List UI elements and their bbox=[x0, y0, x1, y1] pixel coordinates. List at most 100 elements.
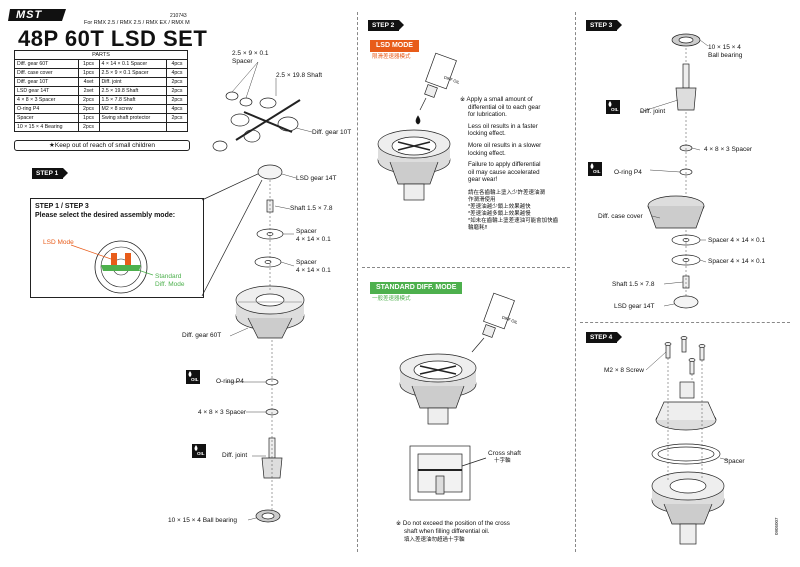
label-diff-gear-10t: Diff. gear 10T bbox=[312, 129, 352, 136]
oil-drop-icon-2 bbox=[194, 445, 198, 451]
lsd-note-zh-3: *差速油越多鎖上效果越慢 bbox=[468, 210, 531, 217]
footer-code: 0905007 bbox=[774, 517, 779, 535]
compatible-models: For RMX 2.5 / RMX 2.5 / RMX EX / RMX M bbox=[84, 20, 190, 26]
label-oring-p4: O-ring P4 bbox=[216, 378, 244, 385]
s4-label-screw: M2 × 8 Screw bbox=[604, 367, 644, 374]
s3-label-spacer-b: Spacer 4 × 14 × 0.1 bbox=[708, 258, 766, 265]
oil-icon-2: OIL bbox=[192, 444, 206, 458]
oil-icon-text: OIL bbox=[191, 377, 199, 382]
s4-label-spacer: Spacer bbox=[724, 458, 745, 465]
s3-label-spacer-483: 4 × 8 × 3 Spacer bbox=[704, 146, 753, 153]
std-mode-zh: 一般差速器模式 bbox=[372, 296, 411, 302]
lsd-note-3: Less oil results in a faster bbox=[468, 122, 538, 130]
label-spacer-483: 4 × 8 × 3 Spacer bbox=[198, 409, 247, 416]
caution-zh: 填入差速油勿超過十字軸 bbox=[404, 537, 465, 543]
label-spacer-a-2: 4 × 14 × 0.1 bbox=[296, 236, 331, 243]
lsd-note-zh-5: 輪磨耗!! bbox=[468, 224, 488, 231]
bottle-label-std: DIFF OIL bbox=[501, 315, 519, 326]
std-mode-label-1: Standard bbox=[155, 273, 182, 280]
lsd-note-0: ※ Apply a small amount of bbox=[460, 96, 533, 103]
s3-label-bearing-1: 10 × 15 × 4 bbox=[708, 44, 741, 51]
lsd-note-1: differential oil to each gear bbox=[468, 103, 541, 111]
brand-logo: MST bbox=[8, 8, 68, 22]
s3-label-oring: O-ring P4 bbox=[614, 169, 642, 176]
std-mode-badge: STANDARD DIFF. MODE bbox=[370, 282, 463, 294]
s3-oil-icon: OIL bbox=[606, 100, 620, 114]
lsd-oil-notes: ※ Apply a small amount of differential o… bbox=[460, 96, 572, 232]
lsd-note-7: Failure to apply differential bbox=[468, 161, 541, 169]
s3-label-diff-joint: Diff. joint bbox=[640, 108, 666, 115]
gear-mode-illustration bbox=[70, 240, 154, 294]
step2-badge: STEP 2 bbox=[368, 20, 405, 31]
label-diff-gear-60t: Diff. gear 60T bbox=[182, 332, 222, 339]
s3-oil-icon-text: OIL bbox=[611, 107, 619, 112]
s3-oil-icon-2-text: OIL bbox=[593, 169, 601, 174]
caution-line-1: ※ Do not exceed the position of the cros… bbox=[396, 520, 510, 527]
parts-table-heading: PARTS bbox=[14, 50, 188, 59]
label-spacer-25x9-2: Spacer bbox=[232, 58, 253, 65]
label-spacer-a-1: Spacer bbox=[296, 228, 317, 235]
lsd-note-zh-1: 作潤滑使用 bbox=[468, 196, 496, 203]
s3-label-spacer-a: Spacer 4 × 14 × 0.1 bbox=[708, 237, 766, 244]
lsd-note-zh-0: 請在各齒輪上塗入少許差速油潤 bbox=[468, 189, 546, 196]
s3-label-shaft: Shaft 1.5 × 7.8 bbox=[612, 281, 655, 288]
label-cross-shaft: Cross shaft bbox=[488, 450, 521, 457]
s3-label-lsd-gear: LSD gear 14T bbox=[614, 303, 655, 310]
s3-label-bearing-2: Ball bearing bbox=[708, 52, 743, 59]
label-spacer-b-2: 4 × 14 × 0.1 bbox=[296, 267, 331, 274]
step4-badge: STEP 4 bbox=[586, 332, 623, 343]
bottle-label-lsd: DIFF OIL bbox=[443, 75, 461, 86]
safety-warning: ★Keep out of reach of small children bbox=[14, 140, 190, 151]
callout-title-1: STEP 1 / STEP 3 bbox=[35, 203, 89, 210]
brand-logo-mark bbox=[8, 9, 66, 21]
part-number: 210743 bbox=[170, 13, 187, 19]
oil-icon: OIL bbox=[186, 370, 200, 384]
label-lsd-gear-14t: LSD gear 14T bbox=[296, 175, 337, 182]
lsd-mode-badge: LSD MODE bbox=[370, 40, 419, 52]
caution-line-2: shaft when filling differential oil. bbox=[404, 528, 490, 535]
s3-oil-drop-icon bbox=[608, 101, 612, 107]
lsd-note-9: gear wear! bbox=[468, 176, 498, 184]
label-cross-shaft-zh: 十字軸 bbox=[494, 458, 511, 464]
column-divider-1 bbox=[357, 12, 358, 552]
oil-icon-2-text: OIL bbox=[197, 451, 205, 456]
label-spacer-25x9: 2.5 × 9 × 0.1 bbox=[232, 50, 269, 57]
lsd-note-8: oil may cause accelerated bbox=[468, 168, 540, 176]
oil-drop-icon bbox=[188, 371, 192, 377]
mode-select-callout: STEP 1 / STEP 3 Please select the desire… bbox=[30, 198, 204, 298]
lsd-mode-label: LSD Mode bbox=[43, 239, 74, 246]
callout-title-2: Please select the desired assembly mode: bbox=[35, 212, 176, 219]
s3-label-case-cover: Diff. case cover bbox=[598, 213, 643, 220]
label-spacer-b-1: Spacer bbox=[296, 259, 317, 266]
step3-divider bbox=[580, 322, 790, 323]
std-mode-label-2: Diff. Mode bbox=[155, 281, 185, 288]
step3-badge: STEP 3 bbox=[586, 20, 623, 31]
label-shaft-25x198: 2.5 × 19.8 Shaft bbox=[276, 72, 323, 79]
column-divider-2 bbox=[575, 12, 576, 552]
lsd-note-5: More oil results in a slower bbox=[468, 141, 542, 149]
lsd-note-2: for lubrication. bbox=[468, 111, 507, 119]
step1-badge: STEP 1 bbox=[32, 168, 69, 179]
s3-oil-drop-icon-2 bbox=[590, 163, 594, 169]
brand-logo-text: MST bbox=[16, 9, 43, 21]
step2-divider bbox=[362, 267, 570, 268]
lsd-note-4: locking effect. bbox=[468, 130, 506, 138]
lsd-note-zh-2: *差速油越少鎖上效果越快 bbox=[468, 203, 531, 210]
part-name-cell bbox=[98, 122, 168, 132]
page-title: 48P 60T LSD SET bbox=[18, 26, 208, 51]
part-qty-cell bbox=[166, 122, 188, 132]
label-ball-bearing: 10 × 15 × 4 Ball bearing bbox=[168, 517, 238, 524]
lsd-note-zh-4: *如未在齒輪上塗差速油可能會加快齒 bbox=[468, 217, 559, 224]
